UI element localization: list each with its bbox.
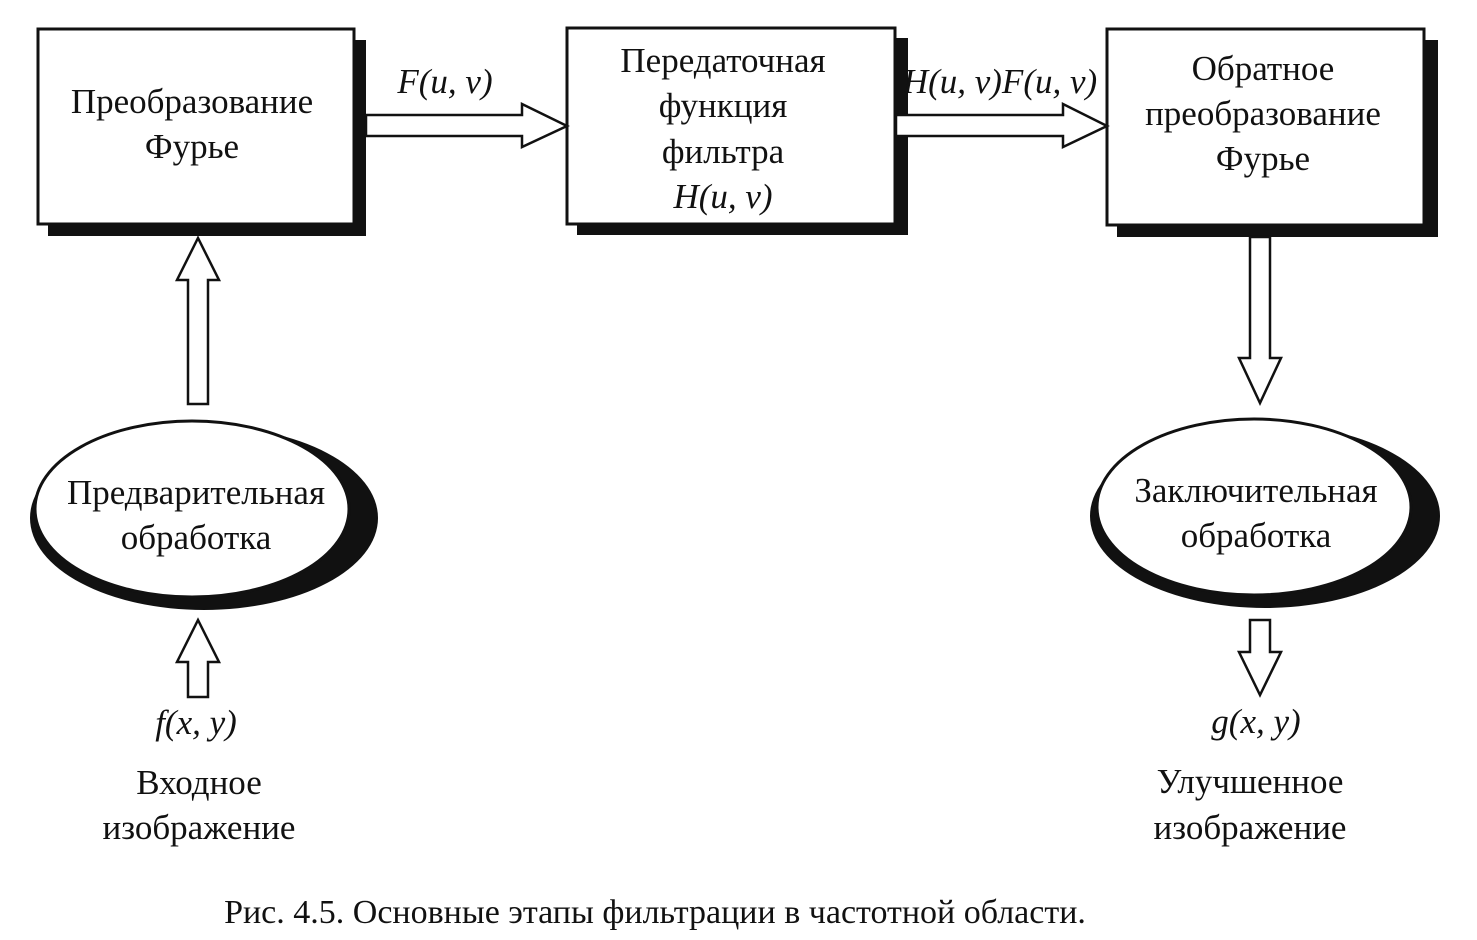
preprocessing-block: Предварительная обработка (30, 419, 378, 610)
inverse-fourier-label-line2: преобразование (1145, 94, 1381, 133)
filter-transfer-label-line2: функция (659, 86, 788, 125)
input-to-preprocess-arrow (174, 617, 222, 699)
inverse-fourier-label-line3: Фурье (1216, 139, 1310, 178)
fourier-transform-box (36, 27, 356, 226)
postprocess-to-output-arrow (1236, 618, 1284, 698)
output-caption-line2: изображение (1154, 808, 1347, 847)
output-signal-label: g(x, y) (1211, 702, 1300, 741)
spectrum-arrow (364, 101, 570, 149)
input-caption-line1: Входное (136, 763, 262, 802)
filter-transfer-block: Передаточная функция фильтра H(u, v) (565, 26, 908, 235)
inverse-fourier-block: Обратное преобразование Фурье (1105, 27, 1438, 237)
spectrum-label: F(u, v) (396, 62, 492, 101)
preprocessing-ellipse (33, 419, 351, 599)
filtered-spectrum-label: H(u, v)F(u, v) (902, 62, 1097, 101)
inverse-to-postprocess-arrow (1237, 235, 1283, 406)
postprocessing-label-line1: Заключительная (1134, 471, 1377, 510)
fourier-transform-block: Преобразование Фурье (36, 27, 366, 236)
preprocessing-label-line2: обработка (121, 518, 272, 557)
inverse-fourier-box (1105, 27, 1426, 227)
fourier-transform-label-line2: Фурье (145, 127, 239, 166)
figure-caption: Рис. 4.5. Основные этапы фильтрации в ча… (224, 894, 1086, 931)
output-caption-line1: Улучшенное (1157, 762, 1344, 801)
filtered-spectrum-arrow (894, 101, 1110, 149)
postprocessing-block: Заключительная обработка (1090, 417, 1440, 608)
postprocessing-ellipse (1095, 417, 1413, 597)
inverse-fourier-label-line1: Обратное (1192, 49, 1335, 88)
input-signal-label: f(x, y) (155, 703, 237, 742)
fourier-transform-label-line1: Преобразование (71, 82, 313, 121)
filter-transfer-label-line3: фильтра (662, 132, 785, 171)
input-caption-line2: изображение (103, 808, 296, 847)
preprocess-to-fourier-arrow (174, 235, 222, 406)
preprocessing-label-line1: Предварительная (67, 473, 325, 512)
postprocessing-label-line2: обработка (1181, 516, 1332, 555)
filter-transfer-formula: H(u, v) (672, 177, 772, 216)
filter-transfer-label-line1: Передаточная (620, 41, 825, 80)
